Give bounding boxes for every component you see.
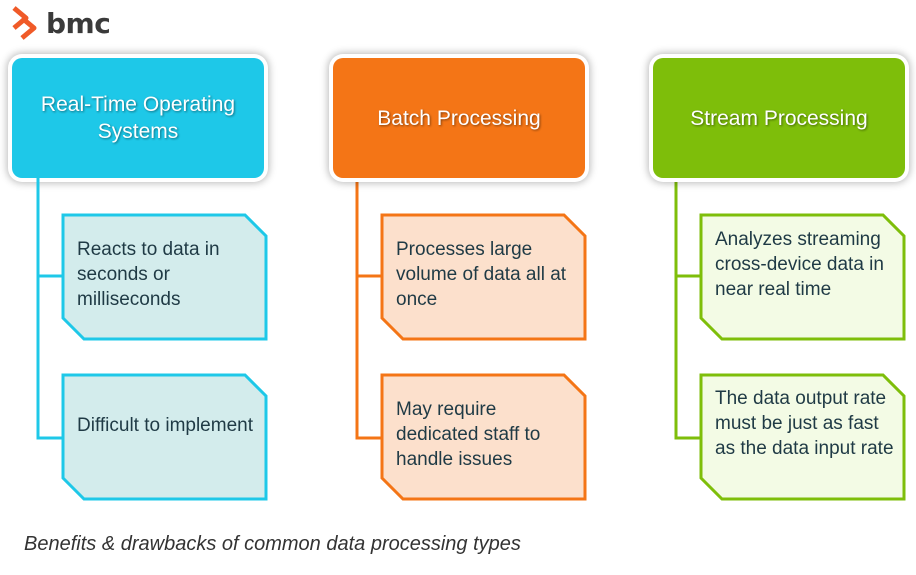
card-stream-2: The data output rate must be just as fas… [699,373,906,501]
header-title: Real-Time Operating Systems [40,93,236,143]
header-real-time-operating-systems: Real-Time Operating Systems [12,58,264,178]
card-rtos-1: Reacts to data in seconds or millisecond… [61,213,268,341]
card-stream-1: Analyzes streaming cross-device data in … [699,213,906,341]
header-stream-processing: Stream Processing [653,58,905,178]
card-rtos-2: Difficult to implement [61,373,268,501]
card-text: May require dedicated staff to handle is… [396,399,541,470]
card-text: Processes large volume of data all at on… [396,239,567,310]
connector-col2 [355,178,382,440]
card-batch-1: Processes large volume of data all at on… [380,213,587,341]
card-text: The data output rate must be just as fas… [715,388,894,459]
connector-col3 [674,178,701,440]
bmc-logo-text: bmc [46,6,111,40]
header-batch-processing: Batch Processing [333,58,585,178]
card-text: Reacts to data in seconds or millisecond… [77,239,220,310]
figure-caption: Benefits & drawbacks of common data proc… [24,533,521,555]
card-text: Analyzes streaming cross-device data in … [715,229,884,300]
bmc-logo: bmc [8,4,111,42]
header-title: Stream Processing [690,106,868,130]
card-batch-2: May require dedicated staff to handle is… [380,373,587,501]
card-text: Difficult to implement [77,415,253,436]
header-title: Batch Processing [377,106,541,130]
bmc-chevron-icon [12,6,37,40]
connector-col1 [36,178,63,440]
